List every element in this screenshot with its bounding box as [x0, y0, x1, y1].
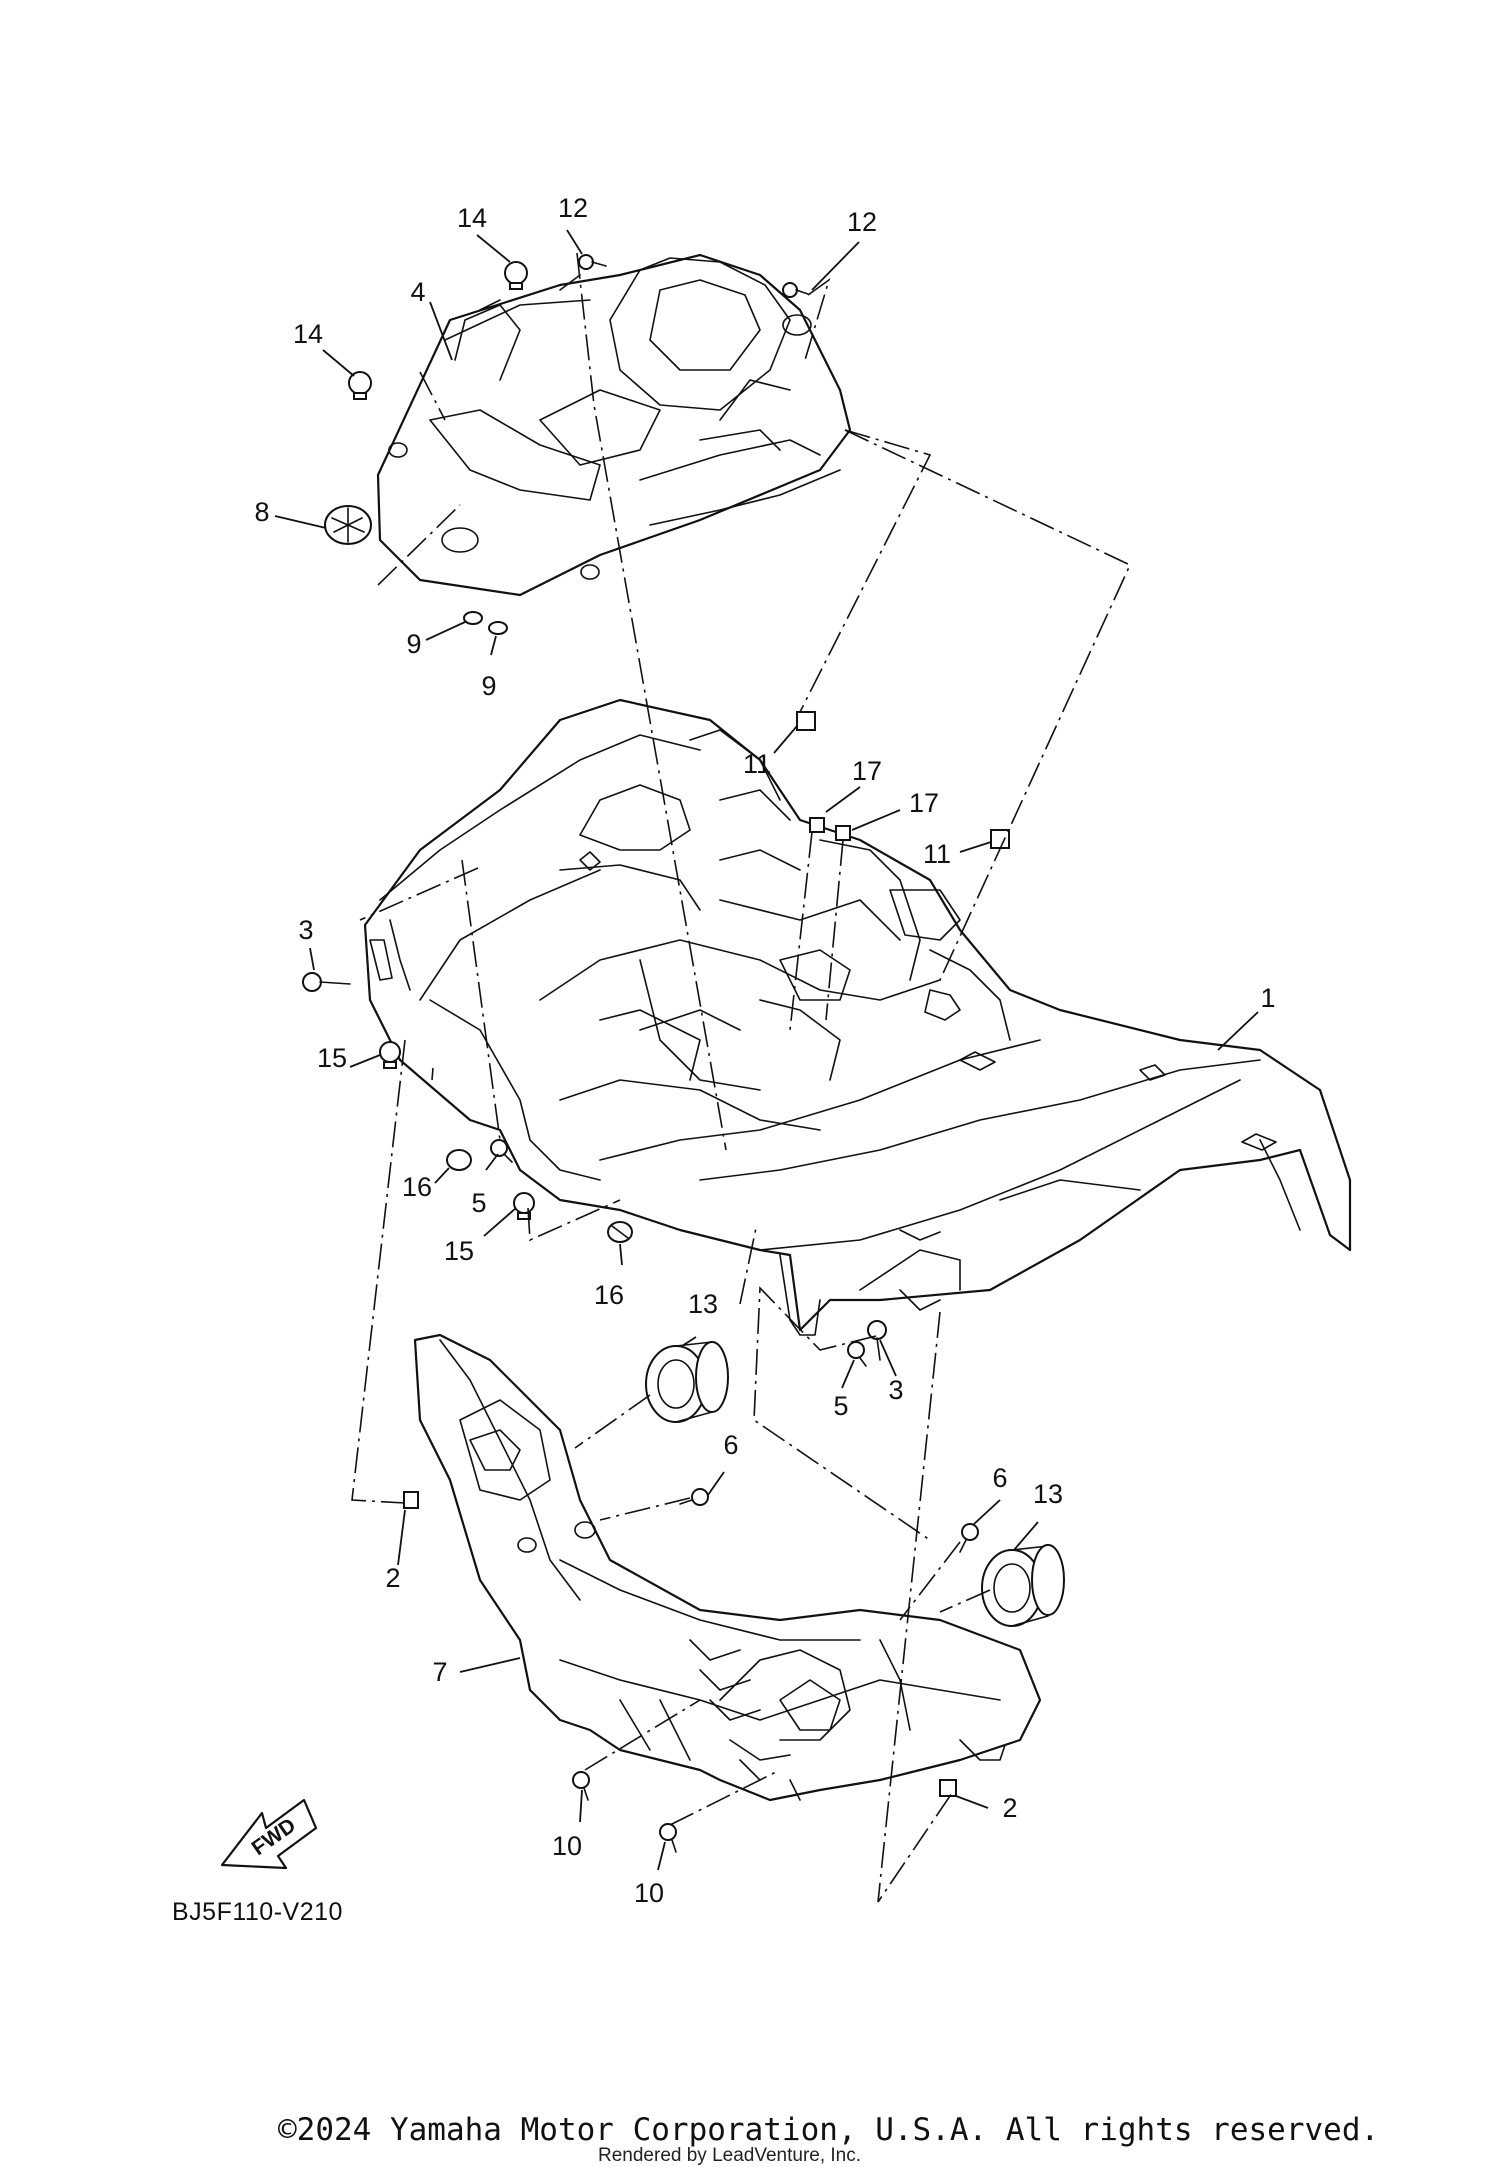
bolt-icon [867, 1320, 887, 1361]
callout-5: 5 [833, 1391, 848, 1421]
callout-4: 4 [410, 277, 425, 307]
cap-icon [324, 505, 372, 545]
callout-12: 12 [847, 207, 877, 237]
washer-icon [463, 611, 483, 625]
nut-icon [809, 817, 825, 833]
assembly-lines [351, 252, 1132, 1903]
callout-16: 16 [594, 1280, 624, 1310]
clip-icon [403, 1491, 419, 1509]
grommet-icon [513, 1192, 535, 1220]
callout-12: 12 [558, 193, 588, 223]
callout-5: 5 [471, 1188, 486, 1218]
callout-14: 14 [293, 319, 323, 349]
copyright-notice: ©2024 Yamaha Motor Corporation, U.S.A. A… [278, 2112, 1380, 2148]
callout-17: 17 [909, 788, 939, 818]
callout-14: 14 [457, 203, 487, 233]
screw-icon [578, 254, 607, 270]
callout-15: 15 [317, 1043, 347, 1073]
washer-icon [488, 621, 508, 635]
callout-17: 17 [852, 756, 882, 786]
screw-icon [572, 1771, 590, 1801]
callout-9: 9 [406, 629, 421, 659]
collar-icon [607, 1221, 633, 1243]
callout-16: 16 [402, 1172, 432, 1202]
screw-icon [659, 1823, 677, 1853]
clip-icon [796, 711, 816, 731]
callout-2: 2 [1002, 1793, 1017, 1823]
callout-1: 1 [1260, 983, 1275, 1013]
front-guard-lower [413, 1333, 1042, 1802]
watermark: Rendered by LeadVenture, Inc. [598, 2145, 862, 2166]
callout-2: 2 [385, 1563, 400, 1593]
callout-7: 7 [432, 1657, 447, 1687]
bolt-icon [302, 972, 351, 992]
callout-11: 11 [743, 749, 771, 779]
fwd-direction-arrow: FWD [220, 1798, 318, 1870]
hardware [302, 254, 1010, 1853]
callout-6: 6 [992, 1463, 1007, 1493]
clip-icon [939, 1779, 957, 1797]
grommet-icon [379, 1041, 401, 1069]
grommet-icon [348, 371, 372, 400]
callout-13: 13 [1033, 1479, 1063, 1509]
callout-9: 9 [481, 671, 496, 701]
callout-11: 11 [923, 839, 951, 869]
screw-icon [847, 1341, 867, 1367]
callout-15: 15 [444, 1236, 474, 1266]
callout-3: 3 [888, 1375, 903, 1405]
callout-6: 6 [723, 1430, 738, 1460]
callout-3: 3 [298, 915, 313, 945]
front-fender [363, 698, 1352, 1336]
front-cover-upper [376, 253, 852, 597]
screw-icon [782, 282, 809, 298]
headlight-boot-right [981, 1544, 1065, 1627]
headlight-boot-left [645, 1341, 729, 1423]
leader-lines [274, 229, 1259, 1871]
callout-8: 8 [254, 497, 269, 527]
grommet-icon [504, 261, 528, 290]
screw-icon [490, 1139, 513, 1163]
diagram-code: BJ5F110-V210 [172, 1898, 343, 1926]
nut-icon [835, 825, 851, 841]
callout-10: 10 [552, 1831, 582, 1861]
screw-icon [959, 1523, 979, 1553]
callout-10: 10 [634, 1878, 664, 1908]
clip-icon [990, 829, 1010, 849]
collar-icon [446, 1149, 472, 1171]
screw-icon [679, 1488, 709, 1506]
callouts: 1 2 2 3 3 4 5 5 6 6 7 8 9 9 10 10 11 11 … [254, 193, 1275, 1908]
callout-13: 13 [688, 1289, 718, 1319]
